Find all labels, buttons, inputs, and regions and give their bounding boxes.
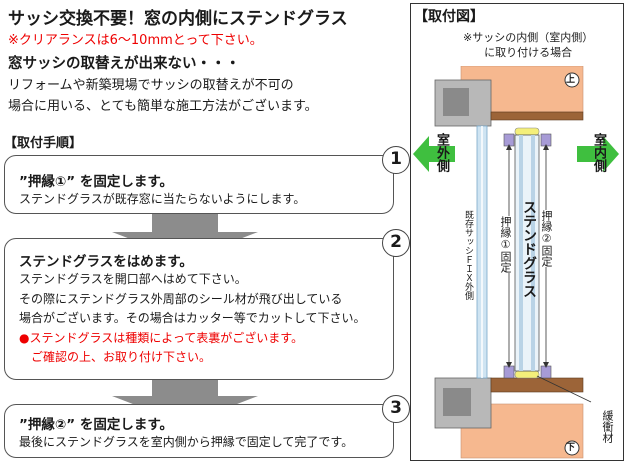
- step-1-text: ステンドグラスが既存窓に当たらないようにします。: [19, 192, 306, 206]
- clearance-note: ※クリアランスは6～10mmとって下さい。: [8, 33, 263, 48]
- subtitle: 窓サッシの取替えが出来ない・・・: [8, 56, 240, 72]
- step-3-title: ”押縁②” を固定します。: [19, 417, 174, 433]
- description: リフォームや新築現場でサッシの取替えが不可の 場合に用いる、とても簡単な施工方法…: [8, 75, 318, 117]
- figure-note-line: ※サッシの内側（室内側）: [463, 31, 594, 44]
- description-line: 場合に用いる、とても簡単な施工方法がございます。: [8, 99, 318, 114]
- cushion-label: 緩衝材: [601, 410, 614, 443]
- description-line: リフォームや新築現場でサッシの取替えが不可の: [8, 78, 294, 93]
- step-2-text: ステンドグラスを開口部へはめて下さい。 その際にステンドグラス外周部のシール材が…: [19, 270, 365, 368]
- step-arrow-1-to-2: [112, 212, 258, 260]
- step-arrow-2-to-3: [112, 376, 258, 424]
- bottom-marker: [564, 440, 580, 456]
- inside-arrow: [577, 136, 619, 172]
- step-2-number: 2: [382, 229, 410, 257]
- step-2-line: 場合がございます。その場合はカッター等でカットして下さい。: [19, 311, 366, 325]
- step-2-warning: ●ステンドグラスは種類によって表裏がございます。: [19, 330, 304, 345]
- step-1-number: 1: [382, 146, 410, 174]
- bead-1-label: 押縁①固定: [499, 216, 512, 273]
- step-2-title: ステンドグラスをはめます。: [19, 254, 193, 270]
- bottom-label: 下: [566, 443, 576, 453]
- bead-2-label: 押縁②固定: [540, 210, 553, 267]
- cushion-bottom: [514, 370, 540, 379]
- step-2-box: ステンドグラスをはめます。 ステンドグラスを開口部へはめて下さい。 その際にステ…: [4, 238, 394, 380]
- step-3-text: 最後にステンドグラスを室内側から押縁で固定して完了です。: [19, 435, 354, 449]
- steps-heading: 【取付手順】: [4, 136, 83, 151]
- step-2-line: その際にステンドグラス外周部のシール材が飛び出している: [19, 291, 343, 306]
- step-1-box: ”押縁①” を固定します。 ステンドグラスが既存窓に当たらないようにします。: [4, 155, 394, 214]
- top-label: 上: [566, 75, 576, 85]
- installation-diagram: [413, 66, 619, 459]
- sash-bottom-detail: [443, 388, 471, 416]
- step-3-number: 3: [382, 395, 410, 423]
- step-3-box: ”押縁②” を固定します。 最後にステンドグラスを室内側から押縁で固定して完了で…: [4, 404, 394, 458]
- stained-glass-label: ステンドグラス: [521, 200, 537, 298]
- cushion-top: [514, 127, 540, 136]
- figure-note-line: に取り付ける場合: [484, 46, 573, 59]
- step-1-title: ”押縁①” を固定します。: [19, 174, 174, 190]
- top-marker: [564, 72, 580, 88]
- step-2-warning: ご確認の上、お取り付け下さい。: [19, 350, 212, 364]
- frame-top: [490, 111, 584, 121]
- frame-bottom: [490, 377, 584, 393]
- sash-top-detail: [443, 88, 469, 116]
- cushion-leader: [536, 375, 592, 403]
- outside-label: 室外側: [434, 133, 449, 172]
- page-title: サッシ交換不要！窓の内側にステンドグラス: [8, 9, 348, 29]
- outside-arrow: [413, 136, 455, 172]
- existing-sash-label: 既存サッシＦＩＸ外側: [463, 210, 473, 300]
- inside-label: 室内側: [591, 133, 606, 172]
- figure-title: 【取付図】: [414, 9, 484, 25]
- figure-note: ※サッシの内側（室内側） に取り付ける場合: [463, 30, 593, 60]
- step-2-line: ステンドグラスを開口部へはめて下さい。: [19, 272, 247, 286]
